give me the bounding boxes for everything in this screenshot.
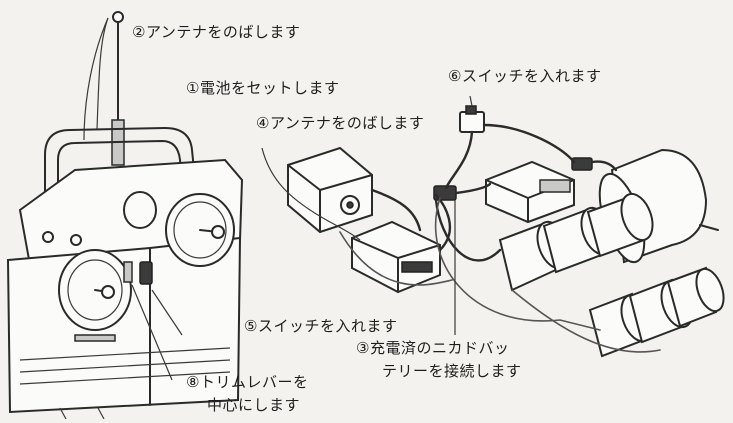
receiver bbox=[261, 147, 441, 294]
motor-shaft bbox=[699, 224, 719, 231]
servo-edges bbox=[287, 164, 373, 233]
servo bbox=[287, 146, 373, 234]
label-antenna-rx: ④アンテナをのばします bbox=[256, 114, 425, 132]
tx-meter bbox=[123, 191, 157, 229]
speed-controller bbox=[485, 160, 575, 224]
leader-bottom-2 bbox=[97, 407, 105, 420]
tx-trim-lever bbox=[123, 261, 133, 283]
servo-horn-hub bbox=[346, 201, 354, 209]
rx-antenna-wire bbox=[261, 147, 361, 241]
right-stick-inner bbox=[173, 201, 227, 259]
wire-servo-rx bbox=[370, 188, 422, 232]
right-stick-knob bbox=[211, 225, 225, 239]
battery-cell-6-end bbox=[695, 267, 725, 313]
wire-rx-battery bbox=[434, 193, 452, 252]
tx-antenna-tip bbox=[112, 11, 124, 23]
motor-connector bbox=[571, 157, 593, 171]
tx-grille bbox=[19, 347, 231, 385]
wire-connector-esc bbox=[454, 182, 492, 195]
receiver-connectors bbox=[401, 261, 433, 273]
tx-knob-2 bbox=[70, 234, 82, 246]
leader-bottom-1 bbox=[59, 407, 67, 420]
rx-switch bbox=[459, 105, 485, 133]
servo-body bbox=[287, 146, 373, 234]
leader-switch-rx bbox=[469, 95, 473, 107]
battery-link-wire bbox=[511, 289, 661, 353]
tx-knob-1 bbox=[42, 231, 54, 243]
label-switch-tx: ⑤スイッチを入れます bbox=[244, 317, 398, 335]
wire-battery-lower bbox=[434, 197, 601, 331]
rx-switch-toggle bbox=[465, 105, 477, 115]
leader-switch-tx bbox=[151, 289, 183, 336]
wire-switch bbox=[444, 130, 474, 190]
wiring bbox=[339, 123, 618, 331]
tx-handle bbox=[44, 127, 195, 216]
tx-power-switch bbox=[139, 261, 153, 285]
tx-trim-lever-horizontal bbox=[74, 334, 116, 342]
label-battery-set: ①電池をセットします bbox=[186, 79, 340, 97]
wire-rx-lower bbox=[339, 231, 453, 286]
tx-handle-inner bbox=[57, 140, 182, 216]
neck-strap-right bbox=[96, 17, 109, 131]
battery-pack bbox=[498, 192, 725, 358]
wire-switch-esc bbox=[482, 123, 576, 164]
transmitter bbox=[6, 11, 244, 414]
label-trim-line1: ⑧トリムレバーを bbox=[186, 373, 309, 391]
wire-motor bbox=[590, 160, 618, 172]
leader-trim bbox=[131, 284, 173, 381]
label-nicd-line2: テリーを接続します bbox=[382, 362, 522, 380]
battery-cell-3-end bbox=[620, 192, 654, 242]
wire-battery-pack bbox=[434, 198, 502, 262]
esc-body bbox=[485, 160, 575, 224]
label-trim-line2: 中心にします bbox=[207, 396, 301, 414]
rx-switch-body bbox=[459, 111, 485, 133]
left-stick-inner bbox=[67, 259, 123, 321]
label-nicd-line1: ③充電済のニカドバッ bbox=[356, 339, 510, 357]
left-stick-knob bbox=[101, 285, 115, 299]
label-switch-rx: ⑥スイッチを入れます bbox=[448, 67, 602, 85]
label-antenna-tx: ②アンテナをのばします bbox=[132, 23, 301, 41]
esc-contacts bbox=[539, 179, 571, 193]
receiver-edges bbox=[351, 237, 441, 293]
neck-strap-left bbox=[83, 17, 109, 141]
leader-lines bbox=[59, 95, 473, 420]
